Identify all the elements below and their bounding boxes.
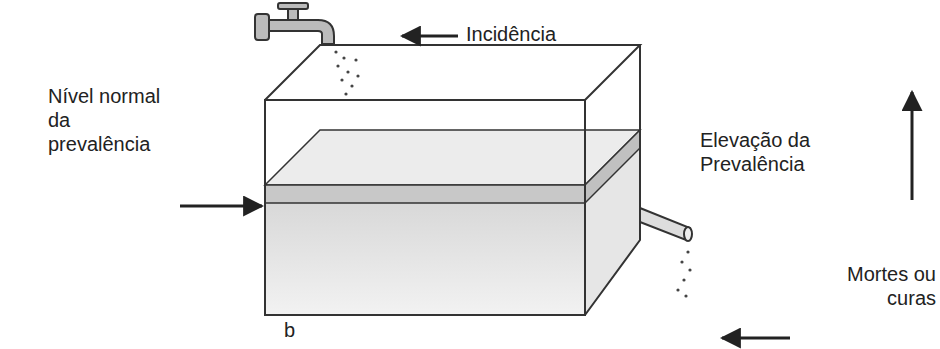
water-drops — [334, 50, 359, 95]
annotation-label: Incidência — [466, 22, 626, 46]
tank — [265, 45, 640, 315]
panel-letter: b — [284, 318, 314, 342]
faucet-symbol — [255, 3, 334, 44]
pointer-arrow — [911, 92, 914, 200]
water-drops — [676, 250, 691, 297]
annotation-label: Mortes ou curas — [800, 262, 936, 310]
annotation-label: Elevação da Prevalência — [700, 128, 890, 176]
pointer-arrow — [180, 205, 262, 208]
pointer-arrow — [402, 35, 458, 38]
pointer-arrow — [722, 337, 790, 340]
annotation-label: Nível normal da prevalência — [48, 84, 178, 156]
drain-pipe — [640, 208, 692, 241]
